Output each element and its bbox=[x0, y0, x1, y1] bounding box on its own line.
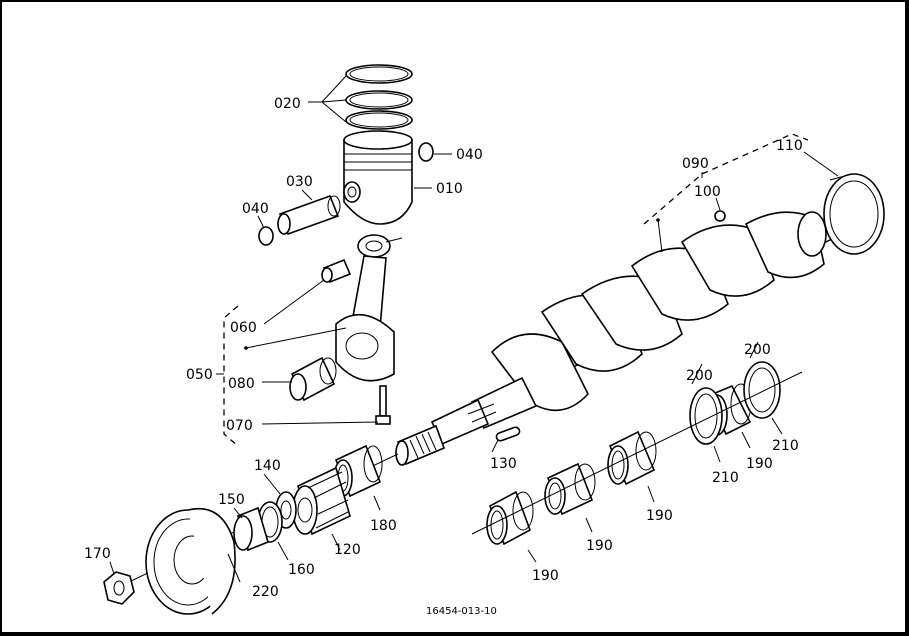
crank-gear bbox=[292, 466, 351, 551]
plug bbox=[714, 197, 726, 222]
label-050: 050 bbox=[186, 367, 213, 383]
label-060: 060 bbox=[230, 320, 257, 336]
connecting-rod bbox=[335, 234, 403, 382]
main-bearing-3 bbox=[607, 430, 657, 486]
label-190-a: 190 bbox=[532, 568, 559, 584]
label-030: 030 bbox=[286, 174, 313, 190]
label-020: 020 bbox=[274, 96, 301, 112]
bracket-090 bbox=[643, 133, 809, 253]
label-150: 150 bbox=[218, 492, 245, 508]
pulley bbox=[145, 508, 241, 615]
small-end-bushing bbox=[321, 258, 352, 284]
label-080: 080 bbox=[228, 376, 255, 392]
label-190-c: 190 bbox=[646, 508, 673, 524]
bearing-180 bbox=[333, 444, 383, 511]
bracket-050 bbox=[216, 305, 239, 447]
main-bearing-2 bbox=[544, 462, 596, 516]
label-040-right: 040 bbox=[456, 147, 483, 163]
label-010: 010 bbox=[436, 181, 463, 197]
label-210-right: 210 bbox=[772, 438, 799, 454]
label-070: 070 bbox=[226, 418, 253, 434]
label-200-right: 200 bbox=[744, 342, 771, 358]
drawing-code: 16454-013-10 bbox=[426, 606, 497, 617]
label-110: 110 bbox=[776, 138, 803, 154]
thrust-washers bbox=[689, 361, 781, 445]
label-140: 140 bbox=[254, 458, 281, 474]
feather-key bbox=[491, 426, 521, 453]
oil-seal-rear bbox=[803, 151, 885, 255]
oil-seal-front bbox=[233, 506, 269, 552]
crankpin-bearing bbox=[289, 356, 337, 402]
leaders-050-group bbox=[244, 279, 379, 425]
snap-ring-right bbox=[418, 142, 452, 162]
main-bearing-1 bbox=[486, 490, 534, 546]
label-190-d: 190 bbox=[746, 456, 773, 472]
leader-020 bbox=[308, 75, 347, 123]
label-100: 100 bbox=[694, 184, 721, 200]
snap-ring-left bbox=[257, 215, 274, 246]
label-090: 090 bbox=[682, 156, 709, 172]
label-190-b: 190 bbox=[586, 538, 613, 554]
piston-rings bbox=[345, 64, 413, 130]
label-220: 220 bbox=[252, 584, 279, 600]
bearings-axis bbox=[471, 341, 803, 563]
nut bbox=[103, 561, 135, 605]
label-120: 120 bbox=[334, 542, 361, 558]
piston-pin bbox=[277, 189, 341, 236]
label-180: 180 bbox=[370, 518, 397, 534]
crankshaft bbox=[395, 211, 843, 466]
label-040-left: 040 bbox=[242, 201, 269, 217]
piston bbox=[343, 130, 432, 225]
rod-bolt bbox=[375, 385, 391, 425]
label-210-left: 210 bbox=[712, 470, 739, 486]
label-160: 160 bbox=[288, 562, 315, 578]
label-170: 170 bbox=[84, 546, 111, 562]
label-130: 130 bbox=[490, 456, 517, 472]
label-200-left: 200 bbox=[686, 368, 713, 384]
